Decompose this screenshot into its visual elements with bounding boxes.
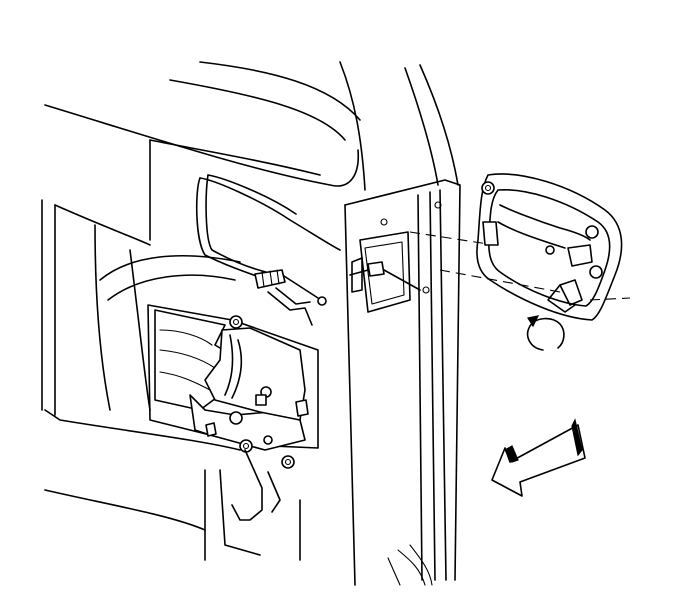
latch-module [147, 304, 319, 521]
door-edge-pillar [344, 179, 461, 586]
alignment-lines [409, 231, 631, 301]
outside-door-handle [476, 173, 623, 321]
actuator-rod [195, 174, 421, 326]
rotation-arrow-icon [526, 315, 565, 351]
door-frame [44, 61, 459, 241]
direction-arrow-icon [491, 418, 586, 497]
inner-door-panel [41, 199, 301, 561]
